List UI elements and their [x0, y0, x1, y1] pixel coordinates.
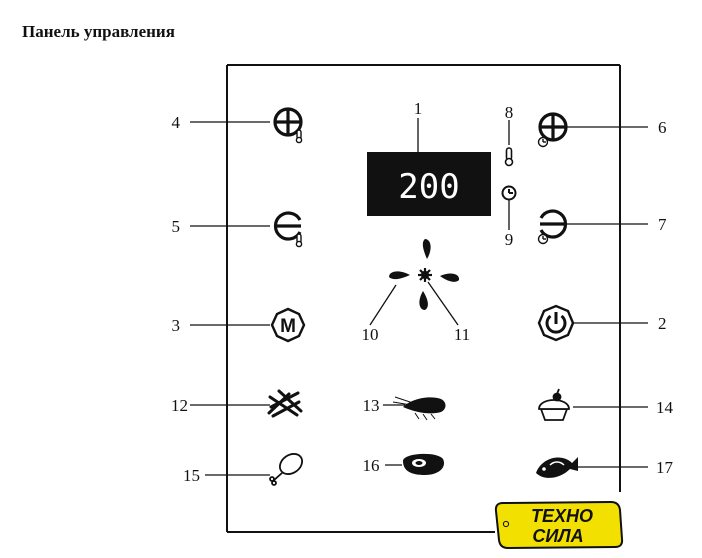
temperature-minus-icon[interactable] [273, 211, 303, 248]
display-value: 200 [398, 167, 459, 207]
logo-line2: СИЛА [532, 526, 583, 546]
time-plus-icon[interactable] [537, 112, 568, 148]
time-minus-icon[interactable] [537, 209, 568, 245]
tehnosila-logo: ТЕХНО СИЛА [494, 500, 624, 550]
callout-2: 2 [658, 314, 667, 333]
callout-12: 12 [171, 396, 188, 415]
menu-m-icon[interactable]: M [270, 307, 306, 343]
shrimp-icon[interactable] [392, 396, 446, 421]
fan-icon [389, 239, 460, 310]
panel-frame [226, 64, 621, 533]
callout-16: 16 [363, 456, 380, 475]
chicken-leg-icon[interactable] [269, 450, 306, 486]
callout-9: 9 [505, 230, 514, 249]
temperature-plus-icon[interactable] [273, 107, 303, 144]
callout-10: 10 [362, 325, 379, 344]
callout-numbers: 4 5 3 12 15 6 7 2 14 17 1 8 9 10 11 13 1… [171, 99, 674, 485]
callout-7: 7 [658, 215, 667, 234]
power-icon[interactable] [537, 304, 575, 342]
callout-4: 4 [172, 113, 181, 132]
callout-1: 1 [414, 99, 423, 118]
callout-15: 15 [183, 466, 200, 485]
callout-14: 14 [656, 398, 674, 417]
callout-11: 11 [454, 325, 470, 344]
heating-icon [418, 268, 432, 282]
steak-icon[interactable] [403, 453, 445, 475]
callout-17: 17 [656, 458, 674, 477]
display: 200 [367, 152, 491, 216]
svg-text:M: M [280, 316, 296, 337]
fish-icon[interactable] [536, 457, 578, 478]
logo-line1: ТЕХНО [531, 506, 593, 526]
callout-5: 5 [172, 217, 181, 236]
cake-icon[interactable] [538, 388, 570, 421]
callout-13: 13 [363, 396, 380, 415]
leader-lines [190, 118, 648, 476]
fries-icon[interactable] [267, 389, 303, 418]
callout-6: 6 [658, 118, 667, 137]
timer-indicator-icon [501, 185, 517, 201]
callout-8: 8 [505, 103, 514, 122]
callout-3: 3 [172, 316, 181, 335]
temperature-indicator-icon [504, 147, 514, 167]
page-title: Панель управления [22, 22, 175, 41]
